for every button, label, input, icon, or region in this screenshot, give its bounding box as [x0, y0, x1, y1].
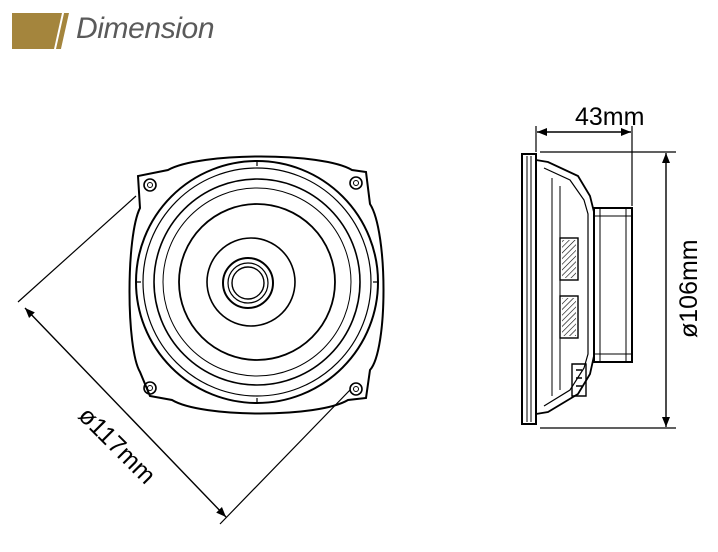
extension-line-upper — [17, 195, 137, 303]
extension-line-lower — [219, 389, 351, 525]
surround — [153, 178, 361, 386]
tweeter-ring — [222, 257, 274, 309]
terminals — [571, 363, 587, 397]
mounting-frame — [128, 155, 385, 415]
speaker-side-view — [521, 153, 633, 425]
mount-hole-bottom-right — [349, 382, 363, 396]
section-header: Dimension — [0, 0, 718, 62]
mount-hole-top-right — [349, 176, 363, 190]
basket-window-upper — [559, 237, 579, 281]
front-diameter-label: ø117mm — [73, 401, 161, 489]
mount-hole-top-left — [143, 178, 157, 192]
speaker-front-view — [128, 155, 385, 415]
cone — [178, 203, 336, 361]
dust-cap — [206, 237, 296, 327]
depth-label: 43mm — [575, 103, 644, 131]
side-diameter-label: ø106mm — [675, 239, 703, 338]
side-diameter-dimension — [540, 151, 676, 429]
section-title: Dimension — [76, 12, 215, 45]
side-flange — [521, 153, 537, 425]
front-diameter-dimension — [17, 195, 351, 525]
outer-rim — [135, 160, 379, 404]
depth-dimension — [535, 126, 633, 206]
tweeter — [231, 266, 265, 300]
basket-window-lower — [559, 295, 579, 339]
header-accent-band — [12, 13, 62, 49]
magnet — [593, 207, 633, 363]
front-diameter-arrow — [24, 307, 227, 518]
